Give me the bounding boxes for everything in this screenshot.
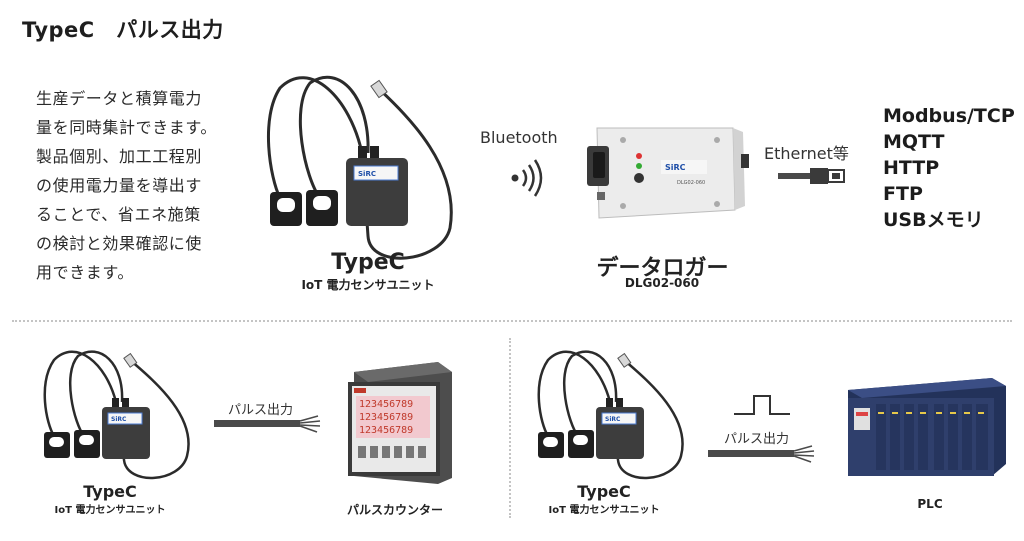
ethernet-label: Ethernet等 bbox=[764, 144, 849, 163]
description-text: 生産データと積算電力 量を同時集計できます。 製品個別、加工工程別 の使用電力量… bbox=[36, 84, 226, 287]
bluetooth-label: Bluetooth bbox=[480, 128, 558, 147]
description-line: 用できます。 bbox=[36, 263, 135, 282]
data-logger-image: SiRC DLG02-060 bbox=[587, 127, 749, 219]
top-sensor-subtitle: IoT 電力センサユニット bbox=[301, 278, 435, 292]
ethernet-cable-icon bbox=[778, 168, 845, 184]
bottom-left-sensor-subtitle: IoT 電力センサユニット bbox=[54, 505, 166, 516]
bottom-right-sensor-subtitle: IoT 電力センサユニット bbox=[548, 505, 660, 516]
typec-sensor-image: SiRC bbox=[43, 350, 190, 480]
description-line: 製品個別、加工工程別 bbox=[36, 147, 203, 166]
description-line: 量を同時集計できます。 bbox=[36, 118, 218, 137]
description-line: の検討と効果確認に使 bbox=[36, 234, 203, 253]
counter-display-line: 123456789 bbox=[359, 425, 413, 436]
pulse-output-label: パルス出力 bbox=[228, 403, 294, 418]
plc-image bbox=[848, 378, 1006, 476]
pulse-cable-icon bbox=[708, 445, 815, 463]
plc-label: PLC bbox=[917, 497, 943, 511]
wireless-signal-icon bbox=[511, 159, 543, 197]
logger-model: DLG02-060 bbox=[624, 276, 700, 290]
bottom-right-sensor-name: TypeC bbox=[577, 482, 631, 501]
sensor-device-label: SiRC bbox=[111, 416, 127, 423]
bottom-left-sensor-name: TypeC bbox=[83, 482, 137, 501]
logger-device-label: SiRC bbox=[665, 163, 686, 172]
protocol-item: HTTP bbox=[883, 157, 940, 179]
protocol-item: FTP bbox=[883, 183, 923, 205]
typec-sensor-image: SiRC bbox=[267, 75, 453, 260]
protocol-item: USBメモリ bbox=[883, 209, 984, 231]
pulse-counter-image: 123456789 123456789 123456789 bbox=[348, 362, 452, 484]
logger-name: データロガー bbox=[596, 256, 729, 281]
section-divider bbox=[12, 320, 1012, 322]
top-sensor-name: TypeC bbox=[331, 250, 405, 275]
sensor-device-label: SiRC bbox=[605, 416, 621, 423]
protocol-list: Modbus/TCP MQTT HTTP FTP USBメモリ bbox=[883, 103, 1015, 233]
typec-sensor-image: SiRC bbox=[537, 350, 684, 480]
protocol-item: Modbus/TCP bbox=[883, 105, 1015, 127]
pulse-output-label: パルス出力 bbox=[724, 432, 790, 447]
description-line: の使用電力量を導出す bbox=[36, 176, 203, 195]
description-line: ることで、省エネ施策 bbox=[36, 205, 201, 224]
pulse-counter-label: パルスカウンター bbox=[346, 503, 443, 517]
counter-display-line: 123456789 bbox=[359, 399, 413, 410]
page-title: TypeC パルス出力 bbox=[22, 18, 224, 42]
protocol-item: MQTT bbox=[883, 131, 945, 153]
sensor-device-label: SiRC bbox=[358, 170, 376, 178]
section-divider-vertical bbox=[509, 338, 511, 518]
logger-device-model-print: DLG02-060 bbox=[677, 180, 705, 186]
pulse-cable-icon bbox=[214, 415, 321, 433]
description-line: 生産データと積算電力 bbox=[36, 89, 203, 108]
counter-display-line: 123456789 bbox=[359, 412, 413, 423]
pulse-waveform-icon bbox=[734, 395, 790, 415]
